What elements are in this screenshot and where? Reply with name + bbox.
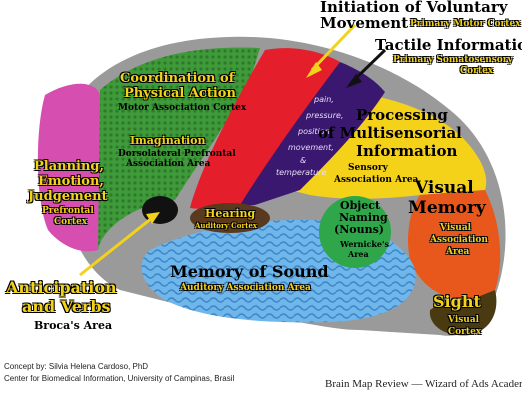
sensory-association-label-1: Sensory (348, 163, 388, 173)
sensation-movement: movement, (288, 143, 334, 152)
visual-cortex-label-1: Visual (448, 315, 480, 325)
visual-association-label-1: Visual (440, 223, 472, 233)
visual-association-label-2: Association (430, 235, 488, 245)
multisensorial-title-2: of Multisensorial (318, 124, 462, 142)
broca-arrow (79, 216, 153, 277)
multisensorial-title-3: Information (356, 142, 458, 160)
imagination-title: Imagination (130, 134, 206, 147)
physical-action-title-2: Physical Action (124, 86, 236, 101)
tactile-title: Tactile Information (375, 36, 522, 54)
object-naming-title-1: Object (340, 199, 381, 212)
somatosensory-label-2: Cortex (460, 66, 494, 76)
multisensorial-title-1: Processing (356, 106, 448, 124)
motor-arrow (310, 23, 357, 72)
memory-of-sound-title: Memory of Sound (170, 262, 329, 281)
visual-association-region (408, 190, 501, 300)
voluntary-movement-title-2: Movement (320, 14, 409, 32)
anticipation-title-2: and Verbs (22, 297, 111, 316)
primary-motor-cortex-label: Primary Motor Cortex (410, 19, 521, 29)
sensation-pain: pain, (314, 95, 334, 104)
visual-cortex-label-2: Cortex (448, 327, 482, 337)
wernicke-label-2: Area (348, 249, 369, 259)
planning-title-2: Emotion, (38, 174, 104, 189)
footer-credit: Brain Map Review — Wizard of Ads Academy (325, 378, 522, 390)
somatosensory-region (240, 62, 385, 205)
visual-cortex-region (429, 290, 497, 336)
motor-association-region (98, 47, 260, 251)
auditory-cortex-label: Auditory Cortex (195, 221, 257, 230)
object-naming-title-2: Naming (339, 211, 388, 224)
object-naming-title-3: (Nouns) (334, 223, 384, 236)
planning-title-1: Planning, (34, 159, 105, 174)
sensation-pressure: pressure, (306, 111, 344, 120)
hearing-title: Hearing (205, 207, 256, 220)
credit-line-1: Concept by: Silvia Helena Cardoso, PhD (4, 362, 149, 371)
wernicke-region (319, 196, 391, 268)
prefrontal-cortex-region (37, 83, 100, 252)
voluntary-movement-title-1: Initiation of Voluntary (320, 0, 508, 16)
motor-association-label: Motor Association Cortex (118, 103, 247, 113)
visual-association-label-3: Area (446, 247, 470, 257)
dorsolateral-label-1: Dorsolateral Prefrontal (118, 149, 236, 159)
visual-memory-title-2: Memory (408, 198, 486, 218)
primary-motor-region (190, 48, 340, 210)
sensation-position: position, (298, 127, 333, 136)
sensory-association-label-2: Association Area (334, 175, 419, 185)
somatosensory-label-1: Primary Somatosensory (393, 55, 513, 65)
broca-label: Broca's Area (34, 319, 113, 332)
physical-action-title-1: Coordination of (120, 71, 235, 86)
prefrontal-label-1: Prefrontal (42, 206, 94, 216)
anticipation-title-1: Anticipation (6, 278, 117, 297)
auditory-association-label: Auditory Association Area (180, 283, 311, 293)
dorsolateral-label-2: Association Area (126, 159, 211, 169)
broca-arrow-head (146, 212, 160, 224)
planning-title-3: Judgement (28, 189, 108, 204)
sight-title: Sight (433, 292, 481, 311)
motor-arrow-head (306, 62, 322, 78)
prefrontal-label-2: Cortex (54, 217, 88, 227)
sensation-and: & (300, 156, 307, 165)
credit-line-2: Center for Biomedical Information, Unive… (4, 374, 235, 383)
wernicke-label-1: Wernicke's (340, 239, 389, 249)
auditory-cortex-region (190, 203, 270, 233)
visual-memory-title-1: Visual (415, 178, 474, 198)
tactile-arrow-head (346, 74, 362, 88)
sensation-temperature: temperature (276, 168, 327, 177)
